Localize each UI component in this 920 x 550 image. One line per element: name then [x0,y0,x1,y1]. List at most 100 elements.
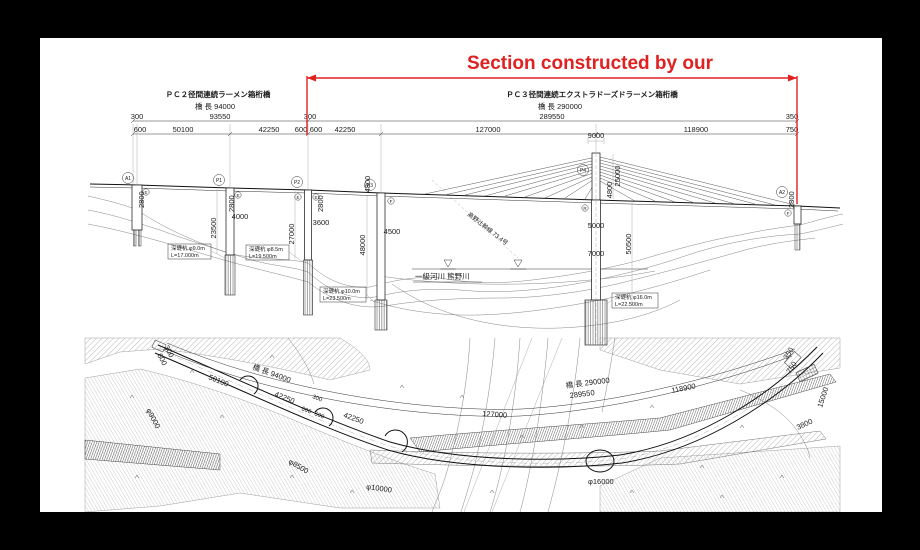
dim-600-b: 600 [295,125,308,134]
a1-id: A1 [125,176,131,182]
powerline-label: 高野辻幹線 73.4号 [466,210,510,247]
pier-p3 [374,192,388,331]
p4-bearing: R [583,206,587,211]
dim-extension-lines [132,124,798,205]
p3-height-dim: 48000 [358,235,367,256]
p4-pile-spec: 深礎杭 φ16.0m [615,293,652,301]
dim-50100: 50100 [173,125,194,134]
plan-600-a: 600 [300,406,312,416]
p4-tower-dim: 25000 [613,166,622,187]
p1-bearing: E [236,193,239,198]
plan-view: 300 600 50100 橋 長 94000 42250 300 600 60… [84,337,841,512]
p4-height-dim: 50500 [624,234,633,255]
p2-girder-dim: 2800 [316,195,325,212]
river-name: 一級河川 熊野川 [413,271,482,283]
pylon-p4 [584,152,608,346]
p2-pile-spec: 深礎杭 φ8.5m [249,245,283,253]
pc2-section-name: ＰＣ２径間連続ラーメン箱桁橋 [166,89,271,99]
dim-600-a: 600 [134,125,147,134]
powerline-crossing: 高野辻幹線 73.4号 [431,179,519,259]
dim-600-c: 600 [310,125,323,134]
drawing-canvas: 高野辻幹線 73.4号 [40,38,882,512]
plan-dia16000: φ16000 [588,477,614,486]
p3-pile-label: 深礎杭 φ10.0m L=23.500m [319,286,376,304]
plan-foundations [151,339,819,473]
p3-width-dim: 4500 [384,227,401,236]
plan-42250-b: 42250 [342,410,365,426]
p4-girder-dim: 4800 [605,182,614,199]
p4-pile-label: 深礎杭 φ16.0m L=22.500m [606,292,659,309]
dim-118900: 118900 [684,125,708,134]
p1-id: P1 [216,178,222,184]
p2-bearing-2: E [314,195,317,200]
p2-width-dim: 3600 [313,218,330,227]
p4-w1-dim: 5000 [588,221,605,230]
abutment-a2 [793,205,802,251]
river-label: 一級河川 熊野川 [415,271,470,281]
bridge-deck [89,183,841,212]
pc2-length-label: 橋 長 94000 [195,101,235,111]
p4-id: P4 [580,168,586,174]
section-title: Section constructed by our [467,53,714,74]
p3-bearing: F [390,199,393,204]
abutment-a1 [131,184,143,247]
plan-118900: 118900 [671,381,697,395]
a1-bearing: E [144,190,147,195]
p2-bearing-1: E [296,195,299,200]
plan-127000: 127000 [482,409,508,420]
a2-id: A2 [779,190,785,196]
pile-labels: 深礎杭 φ9.0m L=17.000m 深礎杭 φ8.5m L=19.500m … [167,243,659,309]
p1-height-dim: 23500 [209,218,218,239]
bridge-drawing: 高野辻幹線 73.4号 [84,53,844,512]
p2-pile-length: L=19.500m [249,254,277,260]
plan-dia10000: φ10000 [366,482,393,494]
p3-id: P3 [367,183,373,189]
p4-w2-dim: 7000 [588,249,605,258]
plan-300-b: 300 [311,394,323,404]
water-level-mark [440,259,526,270]
pc3-length-label: 橋 長 290000 [538,101,582,111]
dim-350: 350 [786,112,799,121]
dim-93550: 93550 [210,112,231,121]
plan-terrain [84,337,841,512]
p1-pile-spec: 深礎杭 φ9.0m [171,244,205,252]
plan-3800: 3800 [795,417,814,432]
support-id-circles: A1 P1 P2 P3 P4 A2 [122,164,788,198]
pc3-section-name: ＰＣ３径間連続エクストラドーズドラーメン箱桁橋 [506,89,678,99]
p2-height-dim: 27000 [287,224,296,245]
p2-pile-label: 深礎杭 φ8.5m L=19.500m [245,244,304,263]
pier-height-dims [216,138,633,305]
p1-pile-label: 深礎杭 φ9.0m L=17.000m [167,243,226,260]
a2-girder-dim: 2800 [787,191,796,208]
dim-42250-b: 42250 [335,125,356,134]
p1-width-dim: 4000 [232,212,249,221]
p3-girder-dim: 4800 [363,176,372,193]
construction-section-annotation: Section constructed by our [306,53,798,204]
plan-deck-band [154,342,824,468]
p2-id: P2 [294,180,300,186]
dim-289550: 289550 [539,112,564,121]
dim-750: 750 [786,125,799,134]
a1-girder-dim: 2800 [137,191,146,208]
plan-600-b: 600 [313,411,325,421]
vegetation-marks [129,354,785,499]
p3-pile-length: L=23.500m [323,296,351,302]
bearing-symbols: E E E E F R F [142,188,792,217]
pier-p2 [303,189,313,316]
plan-len290000: 橋 長 290000 [565,375,610,390]
stay-cables [424,156,796,206]
p1-pile-length: L=17.000m [171,253,199,259]
elevation-view: 高野辻幹線 73.4号 [87,53,844,346]
plan-15000: 15000 [815,386,830,409]
dim-300-left: 300 [131,112,144,121]
dim-300-mid: 300 [304,112,317,121]
elevation-ground-contours [87,195,844,329]
a2-bearing: F [787,211,790,216]
dim-42250-a: 42250 [259,125,280,134]
p1-girder-dim: 2800 [227,195,236,212]
plan-42250-a: 42250 [273,390,296,406]
pier-p1 [224,187,236,296]
dim-127000: 127000 [475,125,500,134]
p3-pile-spec: 深礎杭 φ10.0m [323,287,360,295]
